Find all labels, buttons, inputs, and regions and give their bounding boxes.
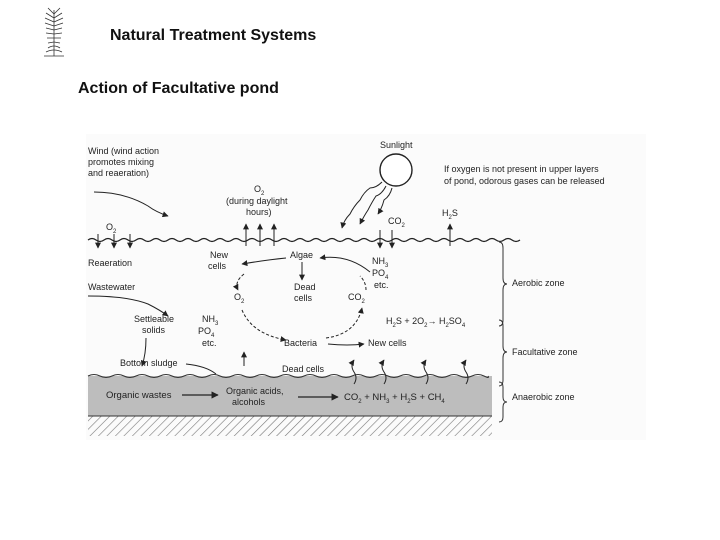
cycle-arrows (232, 273, 367, 343)
o2-reaeration-label: O2 (106, 222, 117, 235)
wind-label-line2: promotes mixing (88, 157, 154, 167)
new-cells-left-label: New (210, 250, 229, 260)
reaeration-arrows (95, 234, 133, 249)
o2-release-arrows (243, 223, 277, 246)
wind-label-line1: Wind (wind action (88, 146, 159, 156)
organic-wastes-label: Organic wastes (106, 390, 172, 401)
o2-daylight-label: O2 (254, 184, 265, 197)
aerobic-zone-label: Aerobic zone (512, 278, 565, 288)
facultative-pond-diagram: Aerobic zone Facultative zone Anaerobic … (86, 134, 646, 440)
oxygen-note-line2: of pond, odorous gases can be released (444, 176, 605, 186)
zone-braces (498, 241, 508, 423)
pond-bottom-hatch (88, 416, 492, 436)
nh3-left-label: NH3 (202, 314, 219, 327)
gas-release-arrows (348, 359, 469, 385)
po4-left-label: PO4 (198, 326, 215, 339)
sunlight-rays (340, 181, 393, 229)
nutrients-to-algae-arrow (319, 254, 371, 273)
wind-arrow (93, 191, 169, 218)
bacteria-to-newcells-arrow (327, 341, 365, 348)
o2-daylight-line3: hours) (246, 207, 272, 217)
etc-left-label: etc. (202, 338, 217, 348)
h2s-top-label: H2S (442, 208, 458, 221)
plant-sketch-icon (44, 7, 64, 57)
nh3-right-label: NH3 (372, 256, 389, 269)
anaerobic-zone-label: Anaerobic zone (512, 392, 575, 402)
new-cells-left-line2: cells (208, 261, 227, 271)
wastewater-arrow (87, 295, 169, 317)
page-subtitle: Action of Facultative pond (78, 80, 279, 97)
algae-to-newcells-arrow (241, 257, 287, 267)
bottom-sludge-label: Bottom sludge (120, 358, 178, 368)
settleable-line2: solids (142, 325, 166, 335)
settleable-label: Settleable (134, 314, 174, 324)
bottom-sludge-pointer (185, 363, 217, 375)
wastewater-label: Wastewater (88, 282, 135, 292)
anaerobic-sludge-layer (88, 376, 492, 416)
co2-top-label: CO2 (388, 216, 406, 229)
new-cells-right-label: New cells (368, 338, 407, 348)
sun-icon (379, 153, 413, 187)
algae-label: Algae (290, 250, 313, 260)
dead-cells-mid-label: Dead (294, 282, 316, 292)
o2-mid-label: O2 (234, 292, 245, 305)
page-title: Natural Treatment Systems (110, 27, 317, 44)
bacteria-label: Bacteria (284, 338, 317, 348)
anaerobic-products-label: CO2 + NH3 + H2S + CH4 (344, 392, 445, 405)
sunlight-label: Sunlight (380, 140, 413, 150)
etc-right-label: etc. (374, 280, 389, 290)
facultative-zone-label: Facultative zone (512, 347, 578, 357)
po4-right-label: PO4 (372, 268, 389, 281)
organic-acids-label: Organic acids, (226, 386, 284, 396)
wind-label-line3: and reaeration) (88, 168, 149, 178)
settleable-arrow (140, 337, 147, 367)
water-surface-line (87, 237, 521, 243)
o2-daylight-line2: (during daylight (226, 196, 288, 206)
dead-cells-mid-line2: cells (294, 293, 313, 303)
h2s-oxidation-equation: H2S + 2O2→ H2SO4 (386, 316, 466, 329)
co2-mid-label: CO2 (348, 292, 366, 305)
dead-cells-bottom-label: Dead cells (282, 364, 325, 374)
reaeration-label: Reaeration (88, 258, 132, 268)
organic-acids-line2: alcohols (232, 397, 266, 407)
co2-arrows (377, 230, 395, 249)
oxygen-note-line1: If oxygen is not present in upper layers (444, 164, 599, 174)
